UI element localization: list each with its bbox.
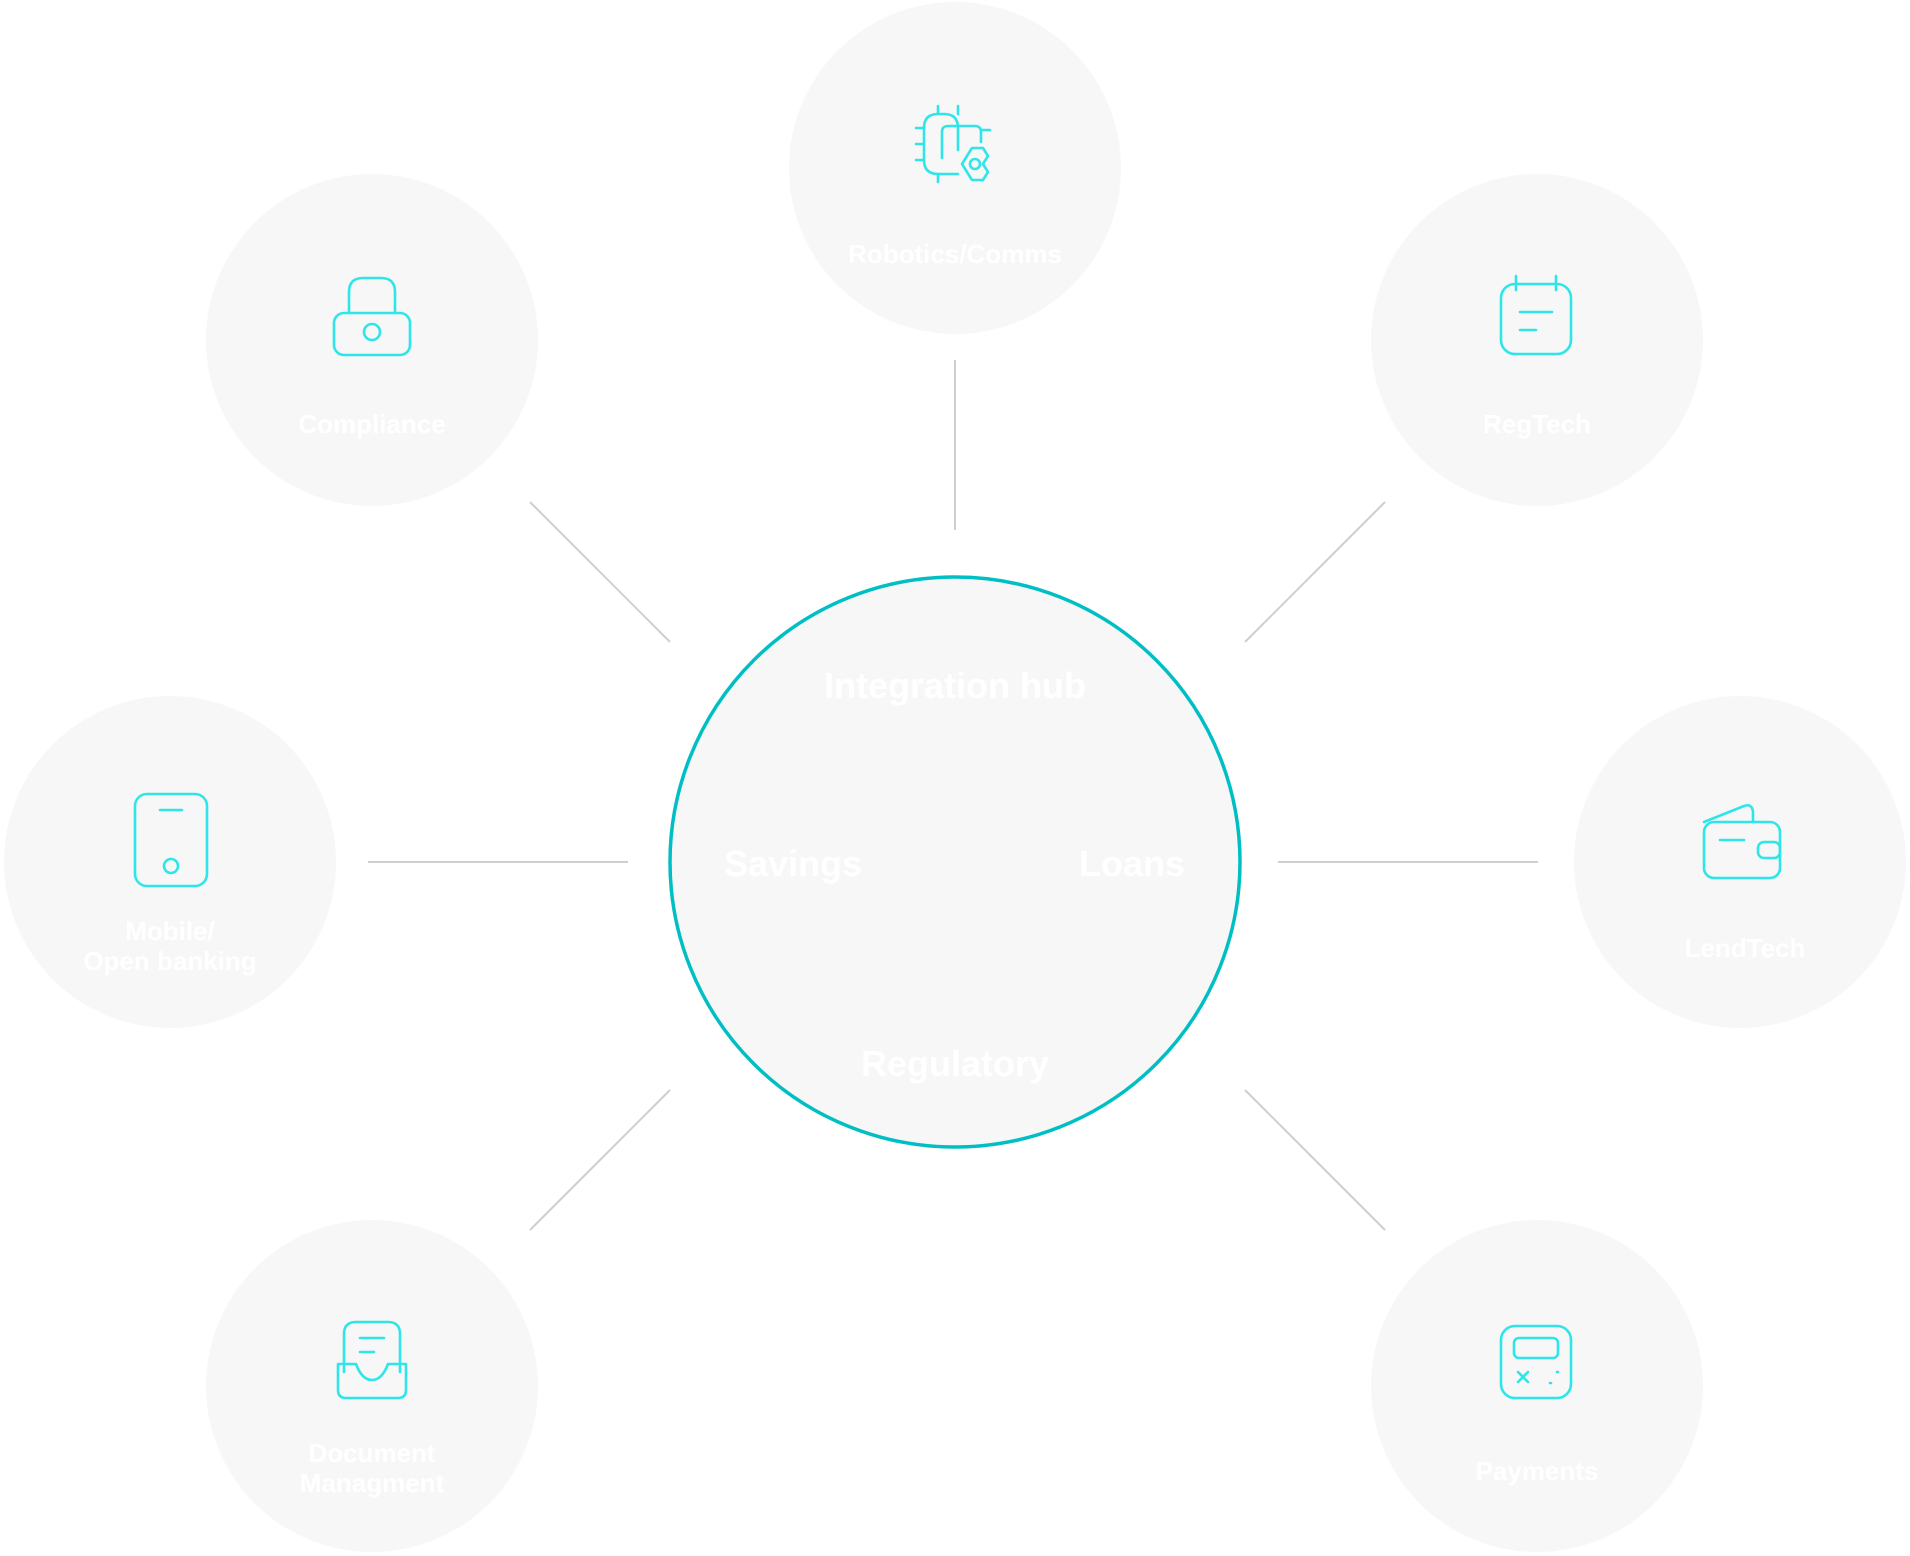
hub-circle [668, 575, 1242, 1149]
node-circle [1574, 696, 1906, 1028]
connector-payments [1244, 1089, 1386, 1231]
connector-regtech [1244, 501, 1386, 643]
node-robotics: Robotics/Comms [789, 2, 1121, 334]
node-regtech: RegTech [1371, 174, 1703, 506]
inbox-document-icon [336, 1320, 408, 1400]
node-label: RegTech [1483, 409, 1591, 439]
connector-document [529, 1089, 671, 1231]
node-circle [1371, 1220, 1703, 1552]
hub-left-label: Savings [724, 843, 862, 884]
payment-terminal-icon [1499, 1324, 1573, 1400]
hub-title: Integration hub [824, 665, 1086, 706]
node-payments: Payments [1371, 1220, 1703, 1552]
connector-compliance [529, 501, 671, 643]
node-label: Robotics/Comms [848, 239, 1062, 269]
node-label: Compliance [298, 409, 445, 439]
node-circle [1371, 174, 1703, 506]
node-label: LendTech [1685, 933, 1806, 963]
lock-icon [332, 276, 412, 357]
node-label-line1: Mobile/ [125, 916, 215, 946]
wallet-icon [1702, 803, 1782, 880]
node-compliance: Compliance [206, 174, 538, 506]
node-label-line2: Open banking [83, 946, 256, 976]
chip-gear-icon [914, 104, 992, 184]
node-circle [206, 1220, 538, 1552]
node-circle [4, 696, 336, 1028]
node-label-line1: Document [308, 1438, 435, 1468]
smartphone-icon [133, 792, 209, 888]
node-label: Payments [1476, 1456, 1599, 1486]
connectors [368, 360, 1538, 1231]
hub: Integration hub Savings Loans Regulatory [668, 575, 1242, 1149]
node-circle [789, 2, 1121, 334]
node-lendtech: LendTech [1574, 696, 1906, 1028]
node-label-line2: Managment [300, 1468, 445, 1498]
hub-right-label: Loans [1079, 843, 1185, 884]
node-mobile: Mobile/ Open banking [4, 696, 336, 1028]
hub-bottom-label: Regulatory [861, 1043, 1049, 1084]
calendar-note-icon [1499, 274, 1573, 356]
node-document: Document Managment [206, 1220, 538, 1552]
